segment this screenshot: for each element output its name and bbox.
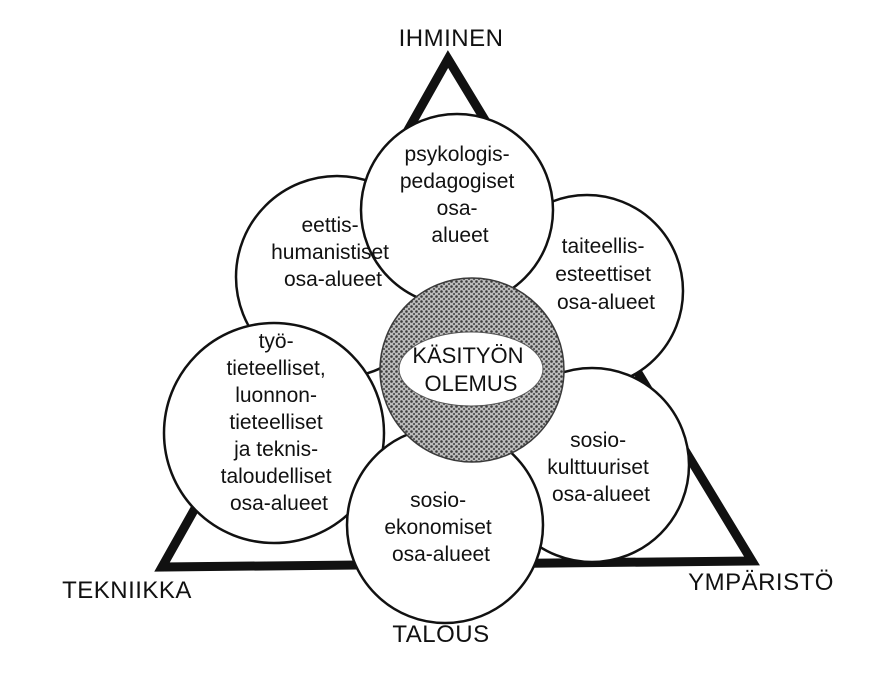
- center-core: KÄSITYÖN OLEMUS: [379, 277, 565, 463]
- corner-bottom-center-label: TALOUS: [392, 621, 489, 648]
- work-line-4: tieteelliset: [229, 411, 323, 434]
- ethical-label: eettis- humanistiset osa-alueet: [271, 214, 395, 291]
- work-science-label: työ- tieteelliset, luonnon- tieteelliset…: [221, 330, 338, 515]
- economic-line-1: sosio-: [410, 489, 466, 512]
- center-line-2: OLEMUS: [425, 371, 518, 396]
- work-line-3: luonnon-: [235, 384, 317, 407]
- economic-line-3: osa-alueet: [392, 543, 490, 566]
- corner-top-label: IHMINEN: [399, 25, 504, 52]
- cultural-line-2: kulttuuriset: [547, 456, 649, 479]
- psych-line-3: osa-: [437, 197, 478, 220]
- corner-bottom-left-label: TEKNIIKKA: [62, 577, 192, 604]
- socio-economic-label: sosio- ekonomiset osa-alueet: [384, 489, 497, 566]
- socio-cultural-label: sosio- kulttuuriset osa-alueet: [547, 429, 654, 506]
- corner-bottom-right-label: YMPÄRISTÖ: [688, 569, 834, 596]
- work-line-7: osa-alueet: [230, 492, 328, 515]
- psych-line-2: pedagogiset: [400, 170, 515, 193]
- artistic-line-3: osa-alueet: [557, 291, 655, 314]
- artistic-label: taiteellis- esteettiset osa-alueet: [555, 235, 657, 314]
- work-line-2: tieteelliset,: [226, 357, 325, 380]
- center-label: KÄSITYÖN OLEMUS: [412, 343, 529, 396]
- psych-pedagogical-label: psykologis- pedagogiset osa- alueet: [400, 143, 520, 247]
- ethical-line-2: humanistiset: [271, 241, 389, 264]
- artistic-line-2: esteettiset: [555, 263, 651, 286]
- cultural-line-3: osa-alueet: [552, 483, 650, 506]
- ethical-line-3: osa-alueet: [284, 268, 382, 291]
- work-line-6: taloudelliset: [221, 465, 332, 488]
- economic-line-2: ekonomiset: [384, 516, 492, 539]
- psych-line-1: psykologis-: [405, 143, 510, 166]
- psych-line-4: alueet: [431, 224, 488, 247]
- ethical-line-1: eettis-: [301, 214, 358, 237]
- cultural-line-1: sosio-: [570, 429, 626, 452]
- artistic-line-1: taiteellis-: [562, 235, 645, 258]
- work-line-1: työ-: [259, 330, 294, 353]
- center-line-1: KÄSITYÖN: [412, 343, 523, 368]
- work-line-5: ja teknis-: [233, 438, 318, 461]
- circle-work-science: [162, 321, 386, 545]
